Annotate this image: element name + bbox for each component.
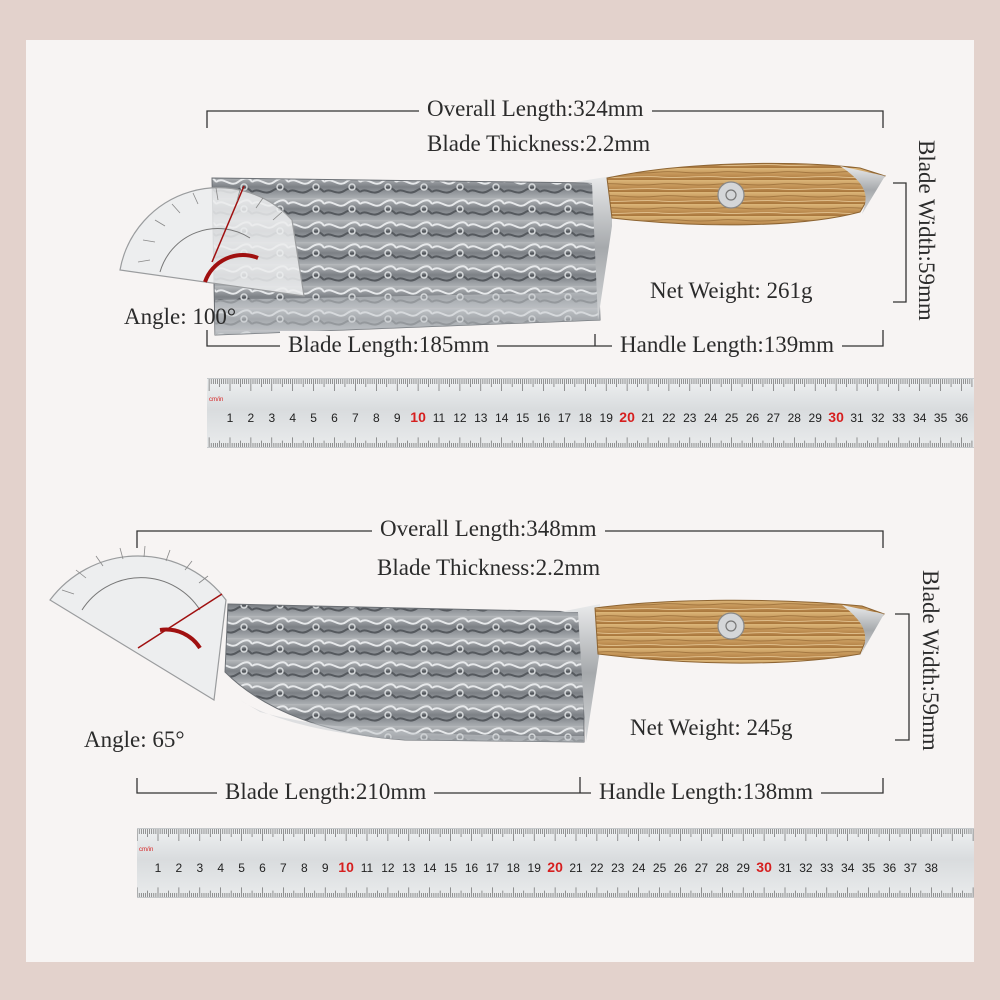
ruler-1-number: 5 [310,411,317,425]
ruler-1-number: 7 [352,411,359,425]
ruler-1-number: 24 [704,411,718,425]
ruler-2-number: 28 [716,861,730,875]
ruler-1-number: 26 [746,411,760,425]
ruler-1-number: 33 [892,411,906,425]
ruler-1-number: 3 [268,411,275,425]
ruler-1-number: 8 [373,411,380,425]
ruler-2-number: 23 [611,861,625,875]
ruler-2-number: 18 [507,861,521,875]
net-weight-label-1: Net Weight: 261g [650,278,813,303]
ruler-2-number: 2 [176,861,183,875]
ruler-1-number: 36 [955,411,969,425]
net-weight-label-2: Net Weight: 245g [630,715,793,740]
ruler-2-number: 10 [338,859,354,875]
ruler-2-number: 14 [423,861,437,875]
ruler-2-unit-label: cm/in [139,847,153,853]
ruler-1-number: 20 [619,409,635,425]
ruler-1-number: 12 [453,411,467,425]
ruler-1-number: 31 [850,411,864,425]
ruler-2-number: 37 [904,861,918,875]
ruler-1-number: 35 [934,411,948,425]
overall-length-label-1: Overall Length:324mm [419,95,652,123]
ruler-2-number: 8 [301,861,308,875]
ruler-2-number: 1 [155,861,162,875]
ruler-2-number: 33 [820,861,834,875]
ruler-2-number: 21 [569,861,583,875]
ruler-1-number: 28 [788,411,802,425]
ruler-1-number: 13 [474,411,488,425]
ruler-1-number: 22 [662,411,676,425]
ruler-1-number: 15 [516,411,530,425]
ruler-1-number: 30 [828,409,844,425]
blade-width-label-2: Blade Width:59mm [918,570,943,751]
knife-1 [211,162,887,336]
ruler-1-number: 16 [537,411,551,425]
blade-thickness-label-1: Blade Thickness:2.2mm [419,130,659,158]
ruler-1-number: 19 [600,411,614,425]
ruler-1-number: 23 [683,411,697,425]
ruler-1-number: 29 [809,411,823,425]
ruler-2-number: 4 [217,861,224,875]
angle-label-2: Angle: 65° [84,727,185,752]
ruler-2-number: 22 [590,861,604,875]
ruler-2-number: 17 [486,861,500,875]
ruler-1-number: 6 [331,411,338,425]
ruler-1-number: 25 [725,411,739,425]
blade-width-label-1: Blade Width:59mm [914,140,939,321]
ruler-1-number: 4 [289,411,296,425]
handle-length-label-2: Handle Length:138mm [591,778,821,806]
ruler-2-number: 32 [799,861,813,875]
blade-length-label-2: Blade Length:210mm [217,778,435,806]
ruler-1-number: 1 [227,411,234,425]
ruler-1-number: 17 [558,411,572,425]
ruler-1-number: 21 [641,411,655,425]
angle-label-1: Angle: 100° [124,304,237,329]
ruler-2-number: 12 [381,861,395,875]
ruler-2-number: 26 [674,861,688,875]
overall-length-label-2: Overall Length:348mm [372,515,605,543]
ruler-2-number: 34 [841,861,855,875]
ruler-2-number: 27 [695,861,709,875]
ruler-2-number: 31 [778,861,792,875]
ruler-2-number: 19 [528,861,542,875]
ruler-1-unit-label: cm/in [209,397,223,403]
ruler-2-number: 30 [756,859,772,875]
protractor-2 [49,545,227,701]
ruler-1-number: 2 [248,411,255,425]
ruler-1-number: 11 [433,411,446,425]
ruler-2-number: 9 [322,861,329,875]
ruler-2-number: 13 [402,861,416,875]
ruler-1-number: 10 [410,409,426,425]
ruler-2-number: 15 [444,861,458,875]
ruler-2-number: 7 [280,861,287,875]
ruler-2-number: 24 [632,861,646,875]
handle-length-label-1: Handle Length:139mm [612,331,842,359]
ruler-1-number: 14 [495,411,509,425]
ruler-2-number: 35 [862,861,876,875]
ruler-2-number: 36 [883,861,897,875]
ruler-2-number: 6 [259,861,266,875]
blade-thickness-label-2: Blade Thickness:2.2mm [369,554,609,582]
knife-2 [224,599,885,743]
ruler-2-number: 11 [361,861,374,875]
ruler-2-number: 20 [547,859,563,875]
ruler-2-number: 25 [653,861,667,875]
ruler-2-number: 3 [196,861,203,875]
ruler-1-number: 18 [579,411,593,425]
ruler-1-number: 34 [913,411,927,425]
ruler-1-number: 9 [394,411,401,425]
ruler-1-number: 32 [871,411,885,425]
ruler-2-number: 29 [737,861,751,875]
ruler-2-number: 16 [465,861,479,875]
protractor-1 [119,185,305,297]
ruler-2-number: 5 [238,861,245,875]
ruler-2-number: 38 [925,861,939,875]
blade-length-label-1: Blade Length:185mm [280,331,498,359]
ruler-1-number: 27 [767,411,781,425]
